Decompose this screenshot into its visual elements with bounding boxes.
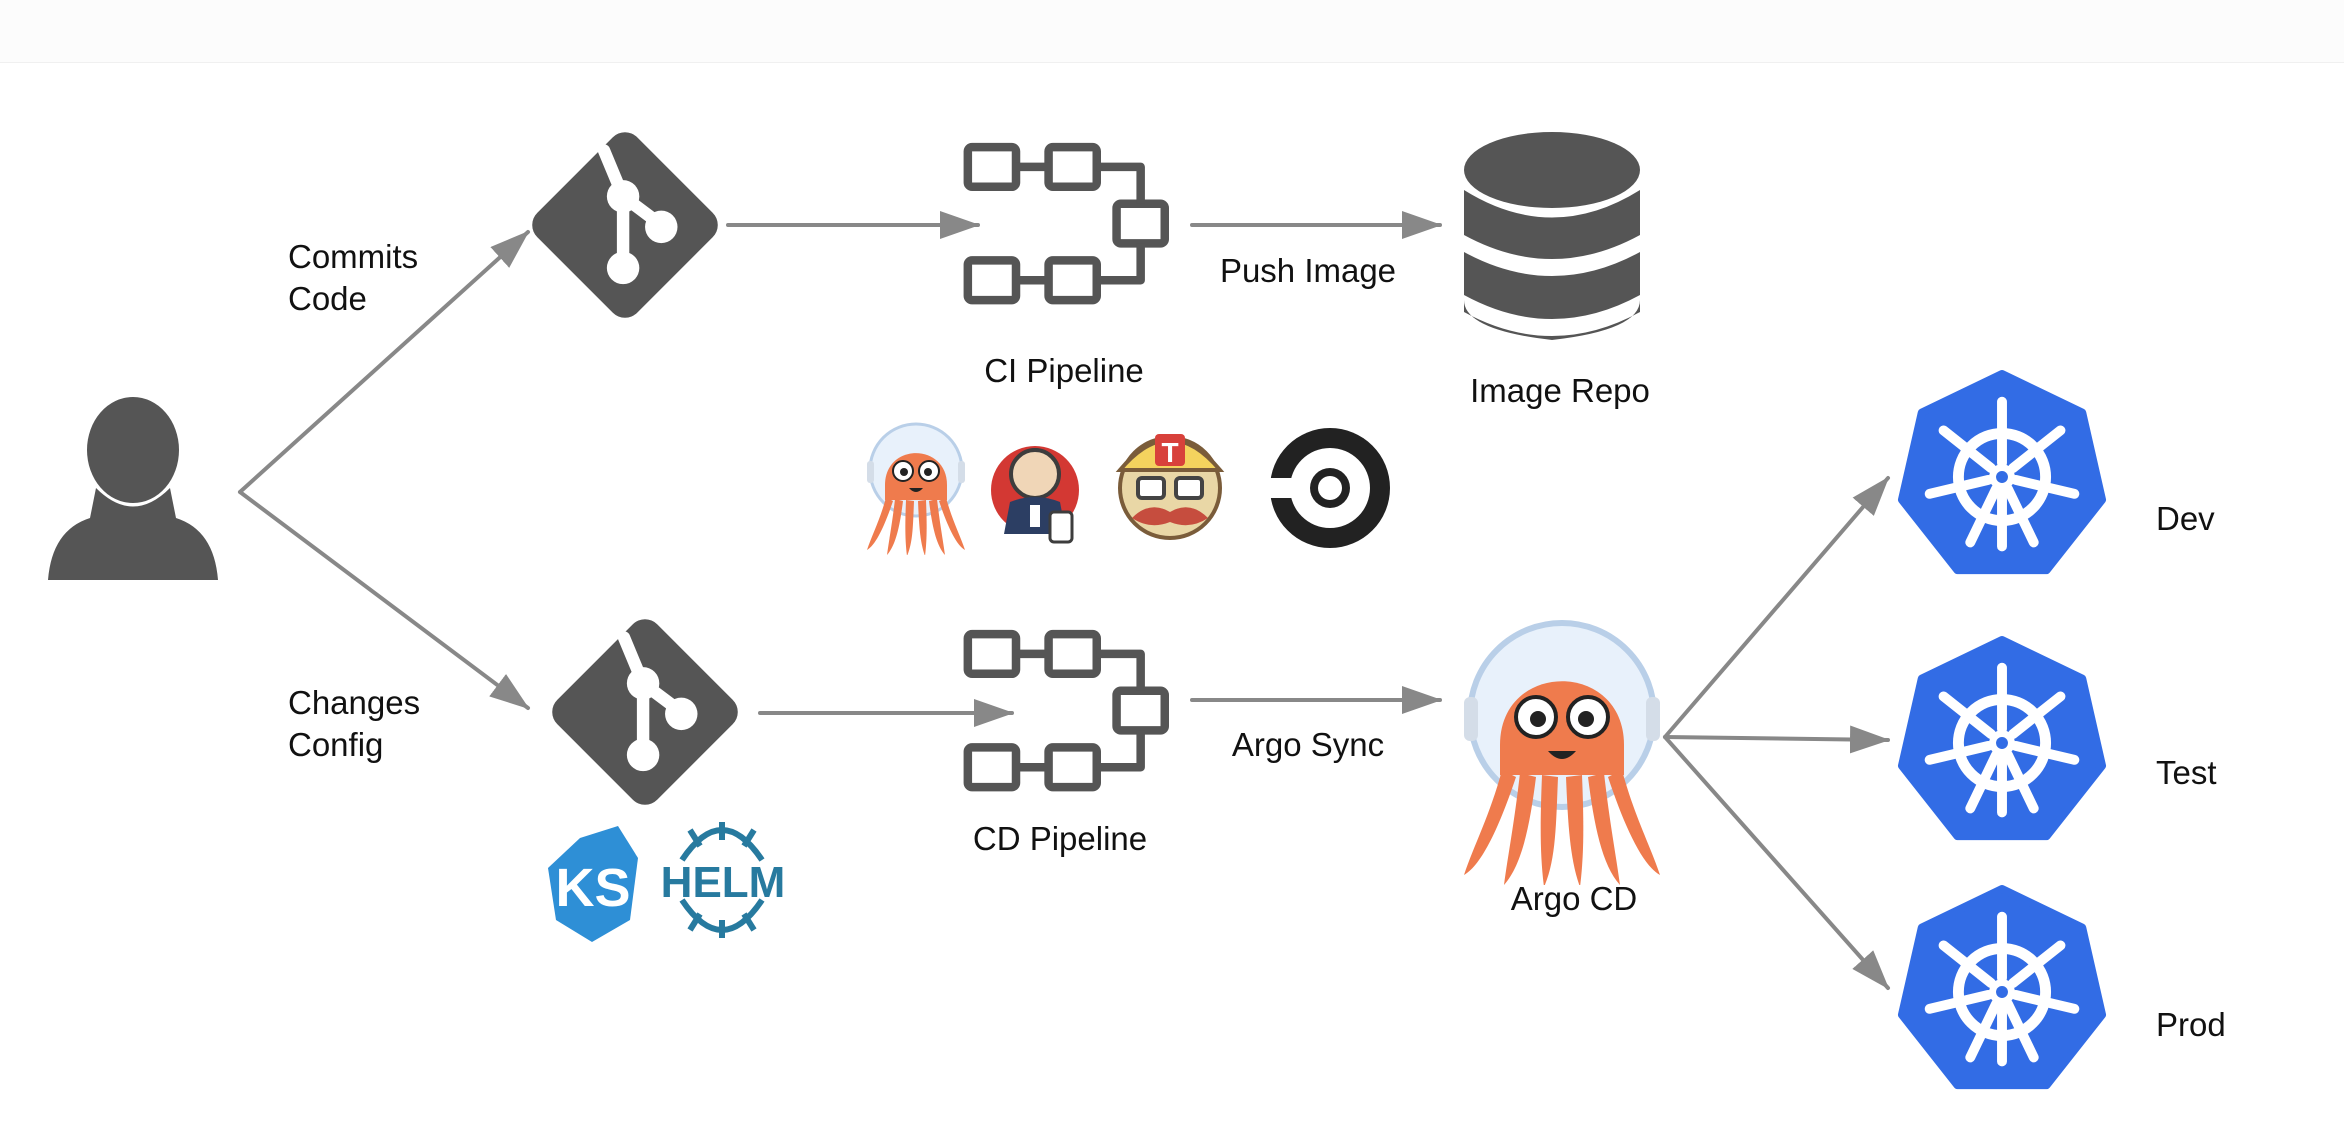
label-ci-pipeline: CI Pipeline — [984, 352, 1144, 389]
label-commits-line1: Commits — [288, 238, 418, 275]
label-argo-cd: Argo CD — [1511, 880, 1638, 917]
kubernetes-icon-dev — [1902, 374, 2102, 570]
pipeline-icon-ci — [968, 147, 1165, 300]
pipeline-icon-cd — [968, 634, 1165, 787]
label-image-repo: Image Repo — [1470, 372, 1650, 409]
label-cd-pipeline: CD Pipeline — [973, 820, 1147, 857]
label-env-dev: Dev — [2156, 500, 2215, 537]
arrow-argo-to-prod — [1663, 735, 1890, 990]
ksonnet-logo-text: KS — [555, 858, 630, 918]
argo-icon-small — [866, 422, 966, 555]
label-argo-sync: Argo Sync — [1232, 726, 1384, 763]
kubernetes-icon-prod — [1902, 889, 2102, 1085]
label-changes-line1: Changes — [288, 684, 420, 721]
helm-logo-text: HELM — [661, 858, 786, 907]
connector-arrows — [238, 211, 1890, 990]
git-icon-code-repo — [525, 125, 725, 325]
kubernetes-icon-test — [1902, 640, 2102, 836]
top-band — [0, 0, 2344, 63]
ksonnet-icon: KS — [548, 826, 638, 942]
label-env-prod: Prod — [2156, 1006, 2226, 1043]
arrow-user-to-config-repo — [238, 490, 530, 710]
label-commits-line2: Code — [288, 280, 367, 317]
arrow-argo-to-test — [1663, 725, 1890, 754]
user-icon — [48, 397, 218, 580]
label-env-test: Test — [2156, 754, 2217, 791]
arrow-user-to-code-repo — [238, 230, 530, 494]
database-icon — [1464, 132, 1640, 340]
travis-logo-text: T — [1161, 437, 1178, 468]
travis-icon: T — [1115, 434, 1225, 540]
label-changes-line2: Config — [288, 726, 383, 763]
circleci-icon — [1268, 428, 1390, 548]
arrow-argo-to-dev — [1663, 476, 1890, 739]
label-push-image: Push Image — [1220, 252, 1396, 289]
argo-icon — [1464, 623, 1660, 887]
git-icon-config-repo — [545, 612, 745, 812]
helm-icon: HELM — [661, 822, 786, 938]
jenkins-icon — [991, 446, 1079, 544]
